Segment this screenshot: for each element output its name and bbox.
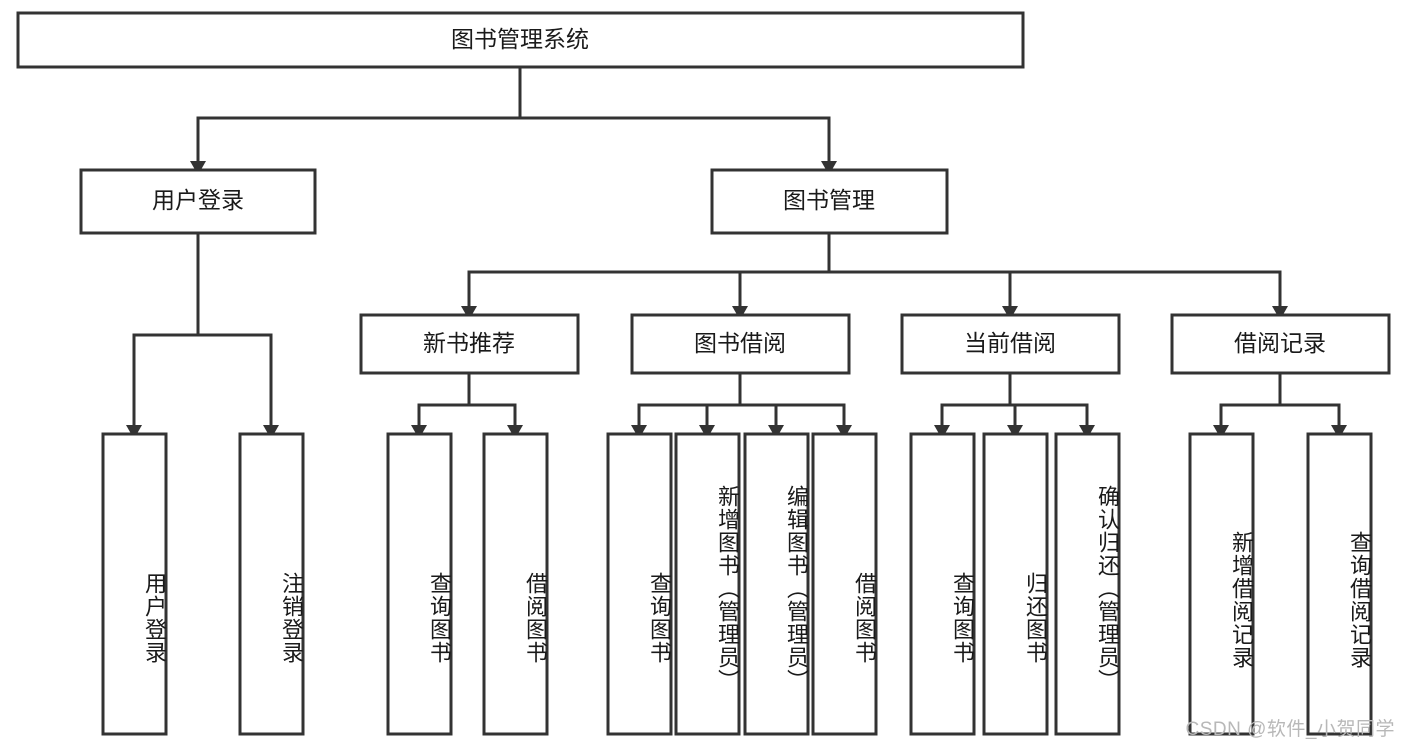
csdn-watermark: CSDN @软件_小贺同学 bbox=[1185, 719, 1395, 740]
node-new-book-recommend[interactable]: 新书推荐 bbox=[359, 313, 580, 375]
node-book-borrow-box[interactable] bbox=[630, 313, 851, 375]
node-leaf-borrow-book-2-box[interactable] bbox=[811, 432, 878, 736]
connector-group-current-borrow bbox=[934, 371, 1095, 439]
node-leaf-query-book-3-box[interactable] bbox=[909, 432, 976, 736]
node-leaf-edit-book-box[interactable] bbox=[743, 432, 810, 736]
node-book-manage-box[interactable] bbox=[710, 168, 949, 235]
node-leaf-user-login-box[interactable] bbox=[101, 432, 168, 736]
node-new-book-recommend-label: 新书推荐 bbox=[423, 330, 515, 356]
node-user-login-label: 用户登录 bbox=[152, 187, 244, 213]
node-user-login-box[interactable] bbox=[79, 168, 317, 235]
node-book-borrow[interactable]: 图书借阅 bbox=[630, 313, 851, 375]
node-leaf-query-book-2-box[interactable] bbox=[606, 432, 673, 736]
node-leaf-add-book-box[interactable] bbox=[674, 432, 741, 736]
node-root-box[interactable] bbox=[16, 11, 1025, 69]
node-leaf-return-book-box[interactable] bbox=[982, 432, 1049, 736]
node-leaf-query-record-box[interactable] bbox=[1306, 432, 1373, 736]
node-root[interactable]: 图书管理系统 bbox=[16, 11, 1025, 69]
connector-group-borrow-record bbox=[1213, 371, 1347, 439]
node-current-borrow[interactable]: 当前借阅 bbox=[900, 313, 1121, 375]
connector-group-new-book-recommend bbox=[411, 371, 523, 439]
node-root-label: 图书管理系统 bbox=[451, 26, 589, 52]
connector-group-root bbox=[190, 65, 837, 175]
node-book-borrow-label: 图书借阅 bbox=[694, 330, 786, 356]
node-book-manage-label: 图书管理 bbox=[783, 187, 875, 213]
connector-group-book-borrow bbox=[631, 371, 852, 439]
node-borrow-record-box[interactable] bbox=[1170, 313, 1391, 375]
node-current-borrow-box[interactable] bbox=[900, 313, 1121, 375]
node-new-book-recommend-box[interactable] bbox=[359, 313, 580, 375]
node-current-borrow-label: 当前借阅 bbox=[964, 330, 1056, 356]
node-book-manage[interactable]: 图书管理 bbox=[710, 168, 949, 235]
node-leaf-confirm-return-box[interactable] bbox=[1054, 432, 1121, 736]
connector-group-book-manage bbox=[461, 231, 1288, 320]
connector-group-user-login bbox=[126, 231, 279, 439]
node-borrow-record-label: 借阅记录 bbox=[1234, 330, 1326, 356]
node-user-login[interactable]: 用户登录 bbox=[79, 168, 317, 235]
node-leaf-user-logout-box[interactable] bbox=[238, 432, 305, 736]
node-leaf-query-book-1-box[interactable] bbox=[386, 432, 453, 736]
node-borrow-record[interactable]: 借阅记录 bbox=[1170, 313, 1391, 375]
node-leaf-add-record-box[interactable] bbox=[1188, 432, 1255, 736]
node-leaf-borrow-book-1-box[interactable] bbox=[482, 432, 549, 736]
